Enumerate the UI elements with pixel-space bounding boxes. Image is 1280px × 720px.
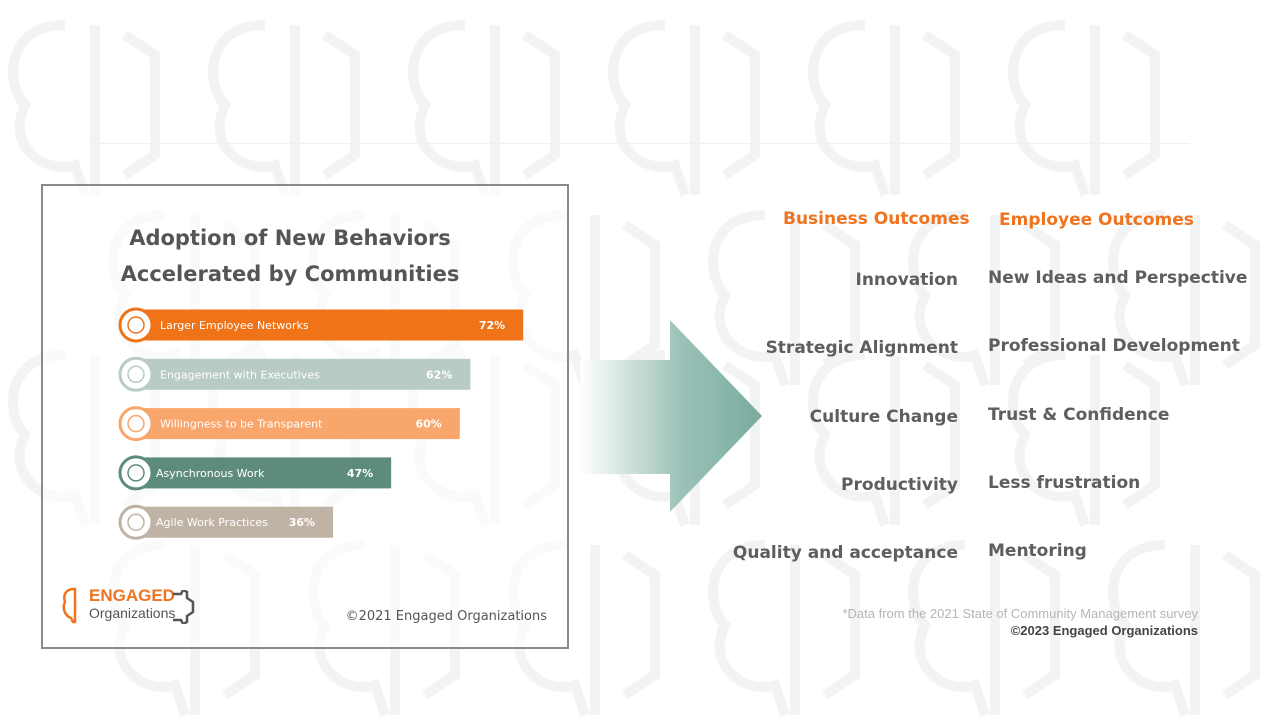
brain-pattern-shape [1008,20,1160,197]
brain-pattern-shape [408,20,560,197]
employee-outcome: Trust & Confidence [988,405,1170,425]
category-icon [118,406,154,442]
business-outcomes-header: Business Outcomes [783,209,970,229]
bar-label: Willingness to be Transparent [160,418,323,431]
employee-outcomes-header: Employee Outcomes [999,210,1194,230]
category-icon [118,455,154,491]
category-icon [118,504,154,540]
bar-group: Agile Work Practices 36% [118,504,334,540]
chart-title-line-2: Accelerated by Communities [120,262,460,286]
employee-outcome: Mentoring [988,541,1087,561]
brain-pattern-shape [908,540,1060,717]
bar [132,309,524,341]
chart-card: Adoption of New Behaviors Accelerated by… [41,184,569,649]
employee-outcome: New Ideas and Perspective [988,268,1248,288]
divider [90,143,1190,144]
brain-pattern-shape [608,20,760,197]
bar-label: Agile Work Practices [156,516,268,529]
brain-pattern-shape [1008,350,1160,527]
logo-text-top: ENGAGED [89,586,175,605]
brain-icon [62,587,77,624]
chart-title-line-1: Adoption of New Behaviors [129,226,451,250]
survey-note: *Data from the 2021 State of Community M… [842,606,1198,621]
bar-value-label: 36% [289,516,315,529]
bar-value-label: 62% [426,368,452,381]
category-icon-glyph [127,316,145,334]
brain-pattern-shape [208,20,360,197]
bar-group: Willingness to be Transparent 60% [118,406,460,442]
slide-copyright: ©2023 Engaged Organizations [1010,623,1198,638]
category-icon-glyph [127,464,145,482]
bar-chart: Larger Employee Networks 72% Engagement wi… [118,307,524,540]
bar-group: Asynchronous Work 47% [118,455,392,491]
business-outcome: Strategic Alignment [765,338,958,358]
right-arrow-icon [580,320,762,512]
engaged-organizations-logo: ENGAGED Organizations [61,586,195,629]
employee-outcome: Professional Development [988,336,1240,356]
category-icon-glyph [127,513,145,531]
gear-icon [173,590,195,624]
bar-value-label: 72% [479,319,505,332]
employee-outcome: Less frustration [988,473,1141,493]
category-icon [118,307,154,343]
bar-label: Larger Employee Networks [160,319,309,332]
bar-group: Larger Employee Networks 72% [118,307,524,343]
brain-pattern-shape [1108,210,1260,387]
brain-pattern-shape [708,540,860,717]
bar [132,457,392,489]
category-icon [118,356,154,392]
bar-group: Engagement with Executives 62% [118,356,471,392]
bar [132,506,334,538]
category-icon-glyph [127,414,145,433]
business-outcome: Culture Change [809,407,958,427]
logo-text-bottom: Organizations [89,605,176,621]
brain-pattern-shape [1108,540,1260,717]
card-copyright: ©2021 Engaged Organizations [345,609,547,624]
bar [132,358,471,390]
brain-pattern-shape [8,20,160,197]
bar-value-label: 60% [415,418,441,431]
bar-value-label: 47% [347,467,373,480]
chart-title: Adoption of New Behaviors Accelerated by… [43,220,567,292]
business-outcome: Productivity [841,475,958,495]
bar [132,408,460,440]
brain-pattern-shape [808,350,960,527]
business-outcome: Innovation [855,270,959,290]
bar-label: Engagement with Executives [160,368,320,381]
brain-pattern-shape [808,20,960,197]
business-outcome: Quality and acceptance [732,543,958,563]
category-icon-glyph [127,365,145,384]
bar-label: Asynchronous Work [156,467,265,480]
